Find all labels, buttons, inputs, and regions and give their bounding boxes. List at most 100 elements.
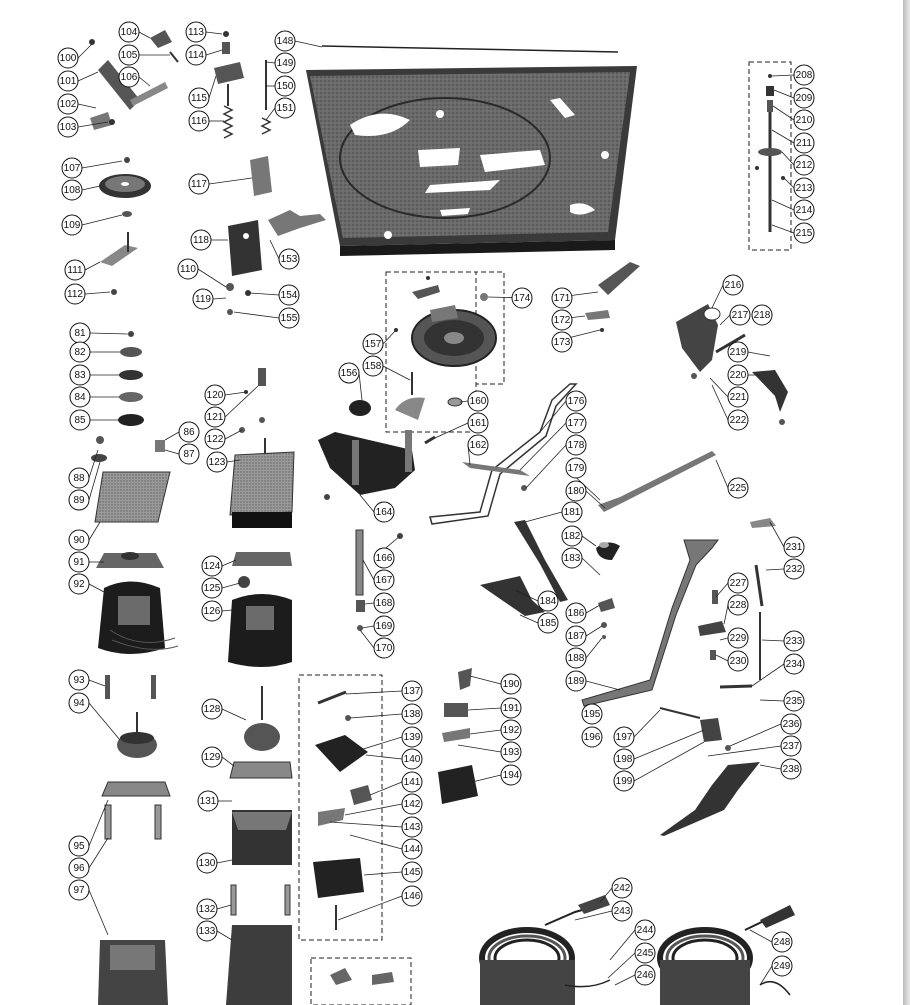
callout-label: 179 (568, 463, 585, 474)
micro-switch-parts (438, 668, 478, 804)
callout-label: 178 (568, 440, 585, 451)
callout-110: 110 (177, 258, 199, 280)
callout-143: 143 (401, 816, 423, 838)
callout-label: 185 (540, 618, 557, 629)
callout-circle (68, 467, 90, 489)
callout-circle (274, 75, 296, 97)
callout-label: 194 (503, 770, 520, 781)
callout-94: 94 (68, 692, 90, 714)
callout-label: 167 (376, 575, 393, 586)
callout-circle (727, 409, 749, 431)
callout-circle (634, 919, 656, 941)
callout-label: 192 (503, 725, 520, 736)
tone-arm-lift-parts (585, 262, 788, 689)
callout-circle (373, 615, 395, 637)
callout-circle (467, 412, 489, 434)
callout-144: 144 (401, 838, 423, 860)
callout-126: 126 (201, 600, 223, 622)
callout-label: 100 (60, 53, 77, 64)
callout-label: 222 (730, 415, 747, 426)
callout-circle (185, 44, 207, 66)
callout-label: 123 (209, 457, 226, 468)
callout-150: 150 (274, 75, 296, 97)
callout-label: 219 (730, 347, 747, 358)
motor-assembly-center (226, 368, 295, 1005)
callout-130: 130 (196, 852, 218, 874)
callout-circle (727, 572, 749, 594)
callout-137: 137 (401, 680, 423, 702)
callout-label: 164 (376, 507, 393, 518)
callout-label: 215 (796, 228, 813, 239)
callout-196: 196 (581, 726, 603, 748)
callout-label: 148 (277, 36, 294, 47)
callout-circle (274, 30, 296, 52)
callout-circle (551, 309, 573, 331)
callout-circle (793, 109, 815, 131)
callout-label: 196 (584, 732, 601, 743)
callout-228: 228 (727, 594, 749, 616)
callout-label: 212 (796, 160, 813, 171)
callout-circle (190, 229, 212, 251)
callout-label: 177 (568, 418, 585, 429)
callout-circle (401, 793, 423, 815)
page-edge-shadow (903, 0, 910, 1005)
callout-186: 186 (565, 602, 587, 624)
callout-circle (565, 480, 587, 502)
callout-185: 185 (537, 612, 559, 634)
callout-circle (64, 259, 86, 281)
callout-125: 125 (201, 577, 223, 599)
callout-229: 229 (727, 627, 749, 649)
callout-label: 105 (121, 50, 138, 61)
callout-label: 88 (73, 473, 85, 484)
callout-170: 170 (373, 637, 395, 659)
callout-label: 130 (199, 858, 216, 869)
callout-circle (61, 157, 83, 179)
cam-and-slider-group (318, 400, 436, 631)
callout-circle (780, 735, 802, 757)
callout-label: 154 (281, 290, 298, 301)
callout-label: 110 (180, 264, 196, 275)
callout-circle (197, 790, 219, 812)
callout-171: 171 (551, 287, 573, 309)
callout-189: 189 (565, 670, 587, 692)
callout-circle (500, 673, 522, 695)
callout-circle (401, 703, 423, 725)
callout-107: 107 (61, 157, 83, 179)
callout-178: 178 (565, 434, 587, 456)
callout-label: 155 (281, 313, 298, 324)
callout-label: 245 (637, 948, 654, 959)
callout-label: 232 (786, 564, 803, 575)
callout-circle (565, 412, 587, 434)
callout-157: 157 (362, 333, 384, 355)
callout-215: 215 (793, 222, 815, 244)
callout-label: 137 (404, 686, 421, 697)
callout-90: 90 (68, 529, 90, 551)
callout-circle (274, 97, 296, 119)
callout-209: 209 (793, 87, 815, 109)
callout-246: 246 (634, 964, 656, 986)
callout-circle (68, 529, 90, 551)
callout-circle (57, 93, 79, 115)
callout-114: 114 (185, 44, 207, 66)
callout-182: 182 (561, 525, 583, 547)
callout-label: 140 (404, 754, 421, 765)
callout-label: 85 (74, 415, 86, 426)
callout-label: 91 (73, 557, 85, 568)
callout-label: 169 (376, 621, 393, 632)
callout-216: 216 (722, 274, 744, 296)
callout-124: 124 (201, 555, 223, 577)
callout-circle (204, 384, 226, 406)
callout-circle (201, 555, 223, 577)
callout-100: 100 (57, 47, 79, 69)
callout-117: 117 (188, 173, 210, 195)
callout-label: 187 (568, 631, 585, 642)
callout-label: 237 (783, 741, 800, 752)
callout-label: 112 (67, 289, 83, 300)
callout-label: 119 (195, 294, 211, 305)
callout-label: 221 (730, 392, 747, 403)
callout-label: 235 (786, 696, 803, 707)
callout-168: 168 (373, 592, 395, 614)
callout-circle (500, 697, 522, 719)
callout-89: 89 (68, 489, 90, 511)
callout-circle (722, 274, 744, 296)
